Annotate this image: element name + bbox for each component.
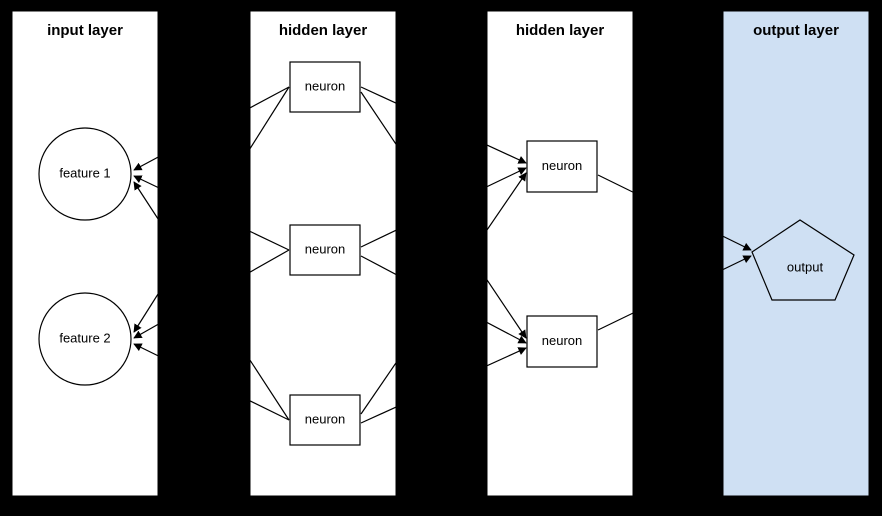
node-label-h1-neuron-3: neuron <box>305 411 345 426</box>
edge-e-h2n2-out <box>597 255 752 331</box>
layer-title-hidden-2: hidden layer <box>516 22 605 39</box>
layer-title-hidden-1: hidden layer <box>279 22 368 39</box>
node-label-output-node: output <box>787 259 824 274</box>
network-nodes: feature 1 feature 2 neuron neuron neuron neur… <box>38 61 855 446</box>
node-label-feature-1: feature 1 <box>59 165 110 180</box>
layer-panel-hidden-2 <box>486 10 634 497</box>
node-shape-feature-2[interactable] <box>38 292 132 386</box>
node-label-h1-neuron-2: neuron <box>305 241 345 256</box>
node-label-h2-neuron-2: neuron <box>542 333 582 348</box>
edge-e-f2-h1n3 <box>133 343 290 421</box>
node-shape-output-node[interactable] <box>751 219 855 301</box>
node-shape-h1-neuron-2[interactable] <box>289 224 361 276</box>
edge-e-f2-h1n2 <box>133 249 290 339</box>
edge-e-h1n3-h2n1 <box>360 172 527 415</box>
node-label-feature-2: feature 2 <box>59 330 110 345</box>
node-shape-h2-neuron-1[interactable] <box>526 140 598 193</box>
layer-panel-input <box>11 10 159 497</box>
node-shape-h1-neuron-3[interactable] <box>289 394 361 446</box>
edge-e-h1n2-h2n2 <box>360 255 527 344</box>
node-shape-h2-neuron-2[interactable] <box>526 315 598 368</box>
edge-e-h1n1-h2n2 <box>360 91 527 339</box>
edge-e-h2n1-out <box>597 174 752 251</box>
node-label-h1-neuron-1: neuron <box>305 78 345 93</box>
node-label-h2-neuron-1: neuron <box>542 158 582 173</box>
edge-e-f2-h1n1 <box>133 86 290 333</box>
layer-title-input: input layer <box>47 22 123 39</box>
edge-e-f1-h1n3 <box>133 181 290 421</box>
edge-e-h1n2-h2n1 <box>360 167 527 248</box>
node-shape-h1-neuron-1[interactable] <box>289 61 361 113</box>
layer-titles: input layer hidden layer hidden layer outpu… <box>47 22 839 39</box>
edge-e-f1-h1n2 <box>133 175 290 251</box>
node-shape-feature-1[interactable] <box>38 127 132 221</box>
edge-e-h1n3-h2n2 <box>360 347 527 424</box>
layer-title-output: output layer <box>753 22 839 39</box>
edge-e-h1n1-h2n1 <box>360 86 527 164</box>
edge-e-f1-h1n1 <box>133 86 290 171</box>
connection-edges <box>133 86 752 424</box>
